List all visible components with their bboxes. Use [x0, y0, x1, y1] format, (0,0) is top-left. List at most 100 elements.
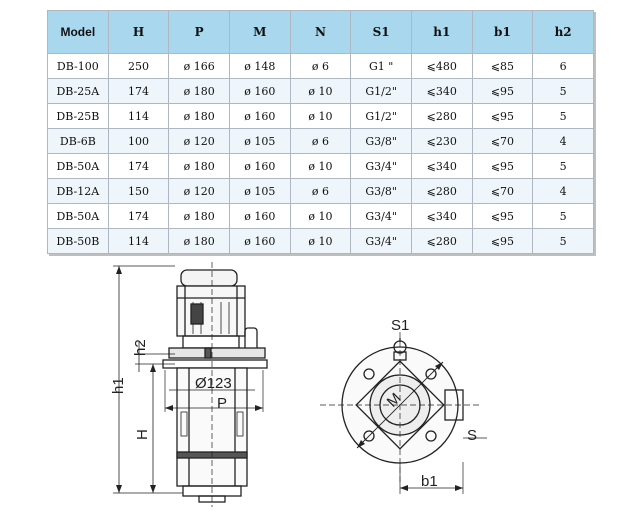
- table-cell: ø 160: [228, 103, 291, 129]
- table-cell: DB-12A: [47, 178, 109, 204]
- table-cell: DB-100: [47, 53, 109, 79]
- table-cell: 250: [107, 53, 170, 79]
- table-cell: DB-6B: [47, 128, 109, 154]
- table-cell: ⩽230: [410, 128, 473, 154]
- label-P: P: [217, 395, 227, 412]
- table-cell: ø 180: [168, 203, 230, 229]
- column-header-7: b1: [471, 10, 534, 54]
- table-cell: ø 6: [289, 178, 352, 204]
- table-cell: ⩽480: [410, 53, 473, 79]
- table-cell: ⩽280: [410, 103, 473, 129]
- table-cell: G1/2": [350, 78, 412, 104]
- table-cell: ⩽70: [471, 178, 534, 204]
- table-cell: 174: [107, 203, 170, 229]
- table-cell: 5: [532, 228, 594, 254]
- table-cell: DB-50A: [47, 153, 109, 179]
- table-cell: ø 148: [228, 53, 291, 79]
- table-cell: 5: [532, 153, 594, 179]
- table-cell: 4: [532, 128, 594, 154]
- table-cell: ø 6: [289, 53, 352, 79]
- pump-drawing: h1 h2 H Ø123 P: [110, 262, 487, 507]
- column-header-4: N: [289, 10, 352, 54]
- table-cell: ø 160: [228, 78, 291, 104]
- table-cell: ⩽340: [410, 203, 473, 229]
- table-cell: DB-25A: [47, 78, 109, 104]
- table-cell: 174: [107, 153, 170, 179]
- table-cell: G3/4": [350, 228, 412, 254]
- label-b1: b1: [421, 473, 438, 490]
- column-header-1: H: [107, 10, 170, 54]
- table-cell: ⩽95: [471, 78, 534, 104]
- table-cell: ⩽280: [410, 228, 473, 254]
- table-cell: G3/4": [350, 203, 412, 229]
- table-cell: 100: [107, 128, 170, 154]
- pump-top-view: [320, 332, 487, 494]
- table-cell: ø 180: [168, 103, 230, 129]
- label-S1: S1: [391, 317, 409, 334]
- column-header-2: P: [168, 10, 230, 54]
- table-cell: DB-50A: [47, 203, 109, 229]
- table-cell: DB-25B: [47, 103, 109, 129]
- table-cell: 174: [107, 78, 170, 104]
- table-cell: 150: [107, 178, 170, 204]
- table-cell: ⩽70: [471, 128, 534, 154]
- label-h2: h2: [132, 339, 149, 356]
- column-header-5: S1: [350, 10, 412, 54]
- table-cell: ø 160: [228, 228, 291, 254]
- table-cell: DB-50B: [47, 228, 109, 254]
- table-cell: ø 166: [168, 53, 230, 79]
- table-cell: ø 105: [228, 178, 291, 204]
- table-cell: 5: [532, 203, 594, 229]
- table-cell: ø 120: [168, 128, 230, 154]
- table-cell: ø 180: [168, 78, 230, 104]
- table-cell: 4: [532, 178, 594, 204]
- label-diameter: Ø123: [195, 375, 232, 392]
- table-cell: ⩽85: [471, 53, 534, 79]
- table-cell: G1/2": [350, 103, 412, 129]
- table-cell: G3/8": [350, 178, 412, 204]
- table-cell: ⩽95: [471, 153, 534, 179]
- table-cell: ø 10: [289, 203, 352, 229]
- table-cell: 5: [532, 103, 594, 129]
- pump-side-view: [113, 262, 268, 507]
- column-header-0: Model: [47, 10, 109, 54]
- table-cell: ø 160: [228, 203, 291, 229]
- table-cell: G3/4": [350, 153, 412, 179]
- table-cell: ø 180: [168, 153, 230, 179]
- label-h1: h1: [110, 377, 127, 394]
- label-S: S: [467, 427, 477, 444]
- table-cell: ⩽340: [410, 153, 473, 179]
- table-cell: ⩽280: [410, 178, 473, 204]
- table-cell: 114: [107, 103, 170, 129]
- table-cell: ⩽95: [471, 203, 534, 229]
- table-cell: ø 10: [289, 78, 352, 104]
- table-cell: ø 180: [168, 228, 230, 254]
- table-cell: ø 10: [289, 153, 352, 179]
- table-cell: ø 160: [228, 153, 291, 179]
- table-cell: ø 10: [289, 103, 352, 129]
- table-cell: ø 6: [289, 128, 352, 154]
- table-cell: G3/8": [350, 128, 412, 154]
- table-cell: ⩽95: [471, 228, 534, 254]
- table-cell: ø 10: [289, 228, 352, 254]
- table-cell: 6: [532, 53, 594, 79]
- label-H: H: [134, 429, 151, 440]
- table-cell: G1 ": [350, 53, 412, 79]
- column-header-3: M: [228, 10, 291, 54]
- table-cell: 5: [532, 78, 594, 104]
- table-cell: ⩽340: [410, 78, 473, 104]
- table-cell: ø 120: [168, 178, 230, 204]
- table-cell: ⩽95: [471, 103, 534, 129]
- column-header-8: h2: [532, 10, 594, 54]
